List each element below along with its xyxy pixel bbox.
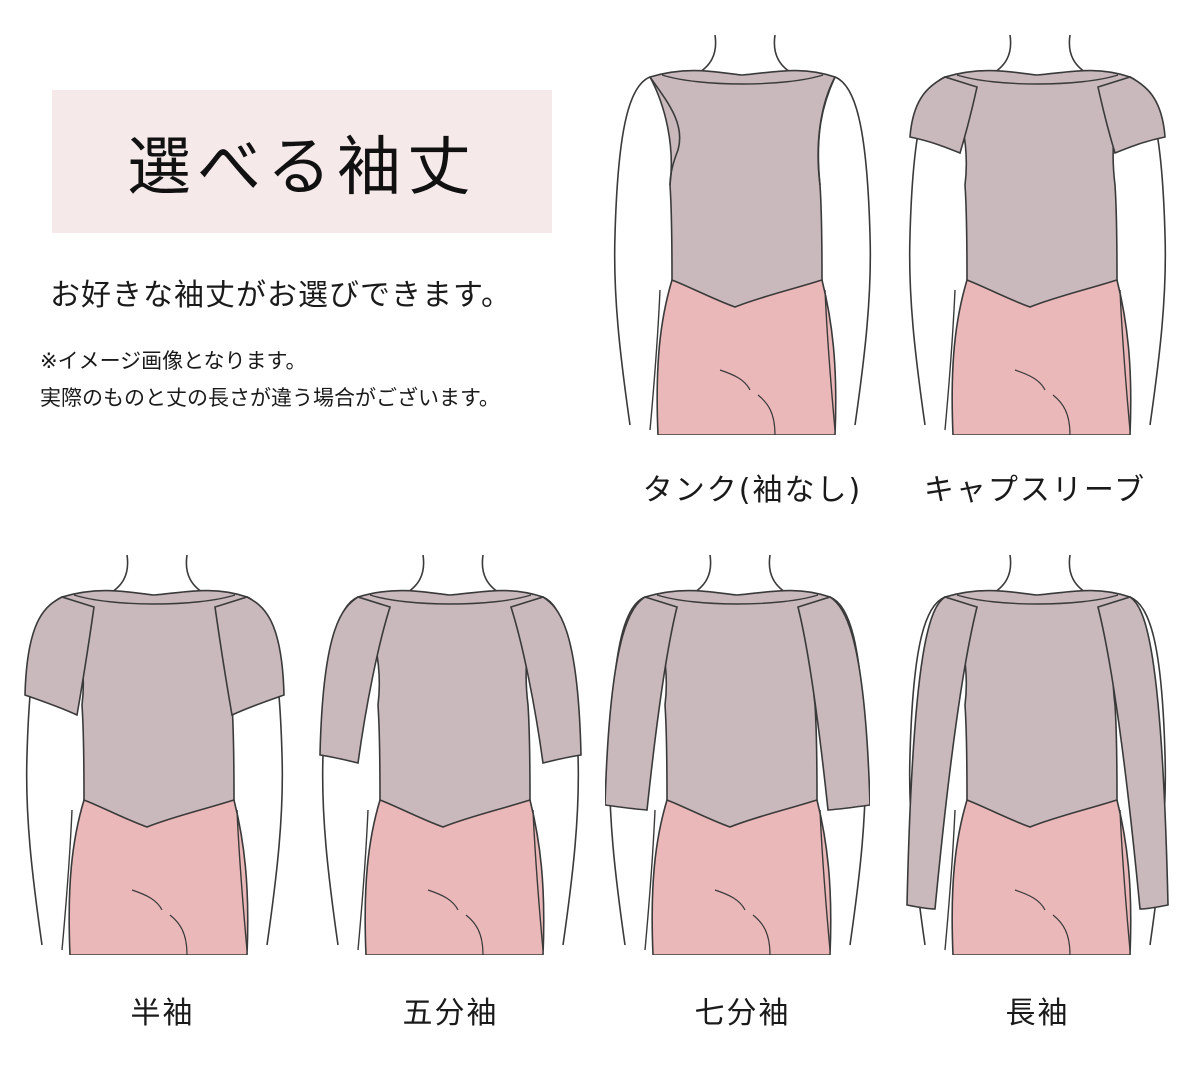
note-line-2: 実際のものと丈の長さが違う場合がございます。 <box>40 386 500 410</box>
back-neckline <box>956 74 1119 85</box>
back-neckline <box>73 594 236 605</box>
figure-drawing-three-quarter <box>605 555 870 955</box>
figure-three-quarter-sleeve <box>605 555 870 955</box>
figure-drawing-cap <box>908 35 1167 435</box>
leotard-body <box>356 589 545 828</box>
tights-fold-line <box>1014 369 1071 435</box>
left-sleeve <box>605 596 678 811</box>
figure-drawing-long <box>906 555 1169 955</box>
figure-cap-sleeve <box>905 35 1170 435</box>
left-sleeve <box>24 596 95 717</box>
right-sleeve <box>214 596 285 717</box>
back-neckline <box>956 594 1119 605</box>
right-armhole <box>817 76 836 186</box>
note-line-1: ※イメージ画像となります。 <box>40 349 307 373</box>
disclaimer-note: ※イメージ画像となります。 実際のものと丈の長さが違う場合がございます。 <box>40 343 500 417</box>
left-sleeve <box>319 596 392 764</box>
neck-outline <box>106 555 208 596</box>
figure-short-sleeve <box>22 555 287 955</box>
figure-tank <box>610 35 875 435</box>
neck-outline <box>989 35 1091 76</box>
neck-outline <box>402 555 504 596</box>
right-sleeve <box>797 596 870 811</box>
page-title: 選べる袖丈 <box>127 130 477 205</box>
leotard-body <box>943 589 1132 828</box>
caption-tank: タンク(袖なし) <box>642 473 863 508</box>
back-neckline <box>656 594 819 605</box>
leotard-body <box>643 589 832 828</box>
right-inner-arm-line <box>819 809 831 951</box>
right-sleeve <box>509 596 582 764</box>
figure-drawing-short <box>24 555 285 955</box>
caption-half-sleeve: 五分袖 <box>402 996 499 1031</box>
left-inner-arm-line <box>357 809 369 951</box>
tights-fold-line <box>719 369 776 435</box>
title-banner: 選べる袖丈 <box>52 90 552 233</box>
tights-shape <box>951 799 1132 955</box>
leotard-body <box>648 69 837 308</box>
tights-fold-line <box>714 889 771 955</box>
left-inner-arm-line <box>61 809 73 951</box>
right-sleeve <box>1097 596 1169 910</box>
caption-three-quarter-sleeve: 七分袖 <box>694 996 791 1031</box>
leotard-body <box>60 589 249 828</box>
right-inner-arm-line <box>1119 809 1131 951</box>
caption-long-sleeve: 長袖 <box>1005 996 1070 1031</box>
left-inner-arm-line <box>644 809 656 951</box>
figure-drawing-none <box>613 35 872 435</box>
tights-fold-line <box>1014 889 1071 955</box>
tights-shape <box>951 279 1132 435</box>
tights-shape <box>651 799 832 955</box>
subtitle: お好きな袖丈がお選びできます。 <box>50 278 512 313</box>
neck-outline <box>694 35 796 76</box>
left-arm-outline <box>613 76 651 426</box>
left-armhole <box>649 76 681 186</box>
caption-short-sleeve: 半袖 <box>130 996 195 1031</box>
left-sleeve <box>909 76 978 155</box>
leotard-body <box>943 69 1132 308</box>
tights-shape <box>656 279 837 435</box>
tights-fold-line <box>131 889 188 955</box>
left-inner-arm-line <box>944 289 956 431</box>
caption-cap-sleeve: キャプスリーブ <box>923 473 1147 508</box>
figure-half-sleeve <box>318 555 583 955</box>
tights-shape <box>364 799 545 955</box>
tights-shape <box>68 799 249 955</box>
back-neckline <box>369 594 532 605</box>
right-inner-arm-line <box>1119 289 1131 431</box>
left-sleeve <box>906 596 978 910</box>
right-sleeve <box>1097 76 1166 155</box>
right-inner-arm-line <box>824 289 836 431</box>
neck-outline <box>689 555 791 596</box>
left-inner-arm-line <box>944 809 956 951</box>
right-inner-arm-line <box>236 809 248 951</box>
neck-outline <box>989 555 1091 596</box>
right-arm-outline <box>834 76 872 426</box>
figure-long-sleeve <box>905 555 1170 955</box>
left-inner-arm-line <box>649 289 661 431</box>
right-inner-arm-line <box>532 809 544 951</box>
back-neckline <box>661 74 824 85</box>
figure-drawing-half <box>319 555 582 955</box>
tights-fold-line <box>427 889 484 955</box>
